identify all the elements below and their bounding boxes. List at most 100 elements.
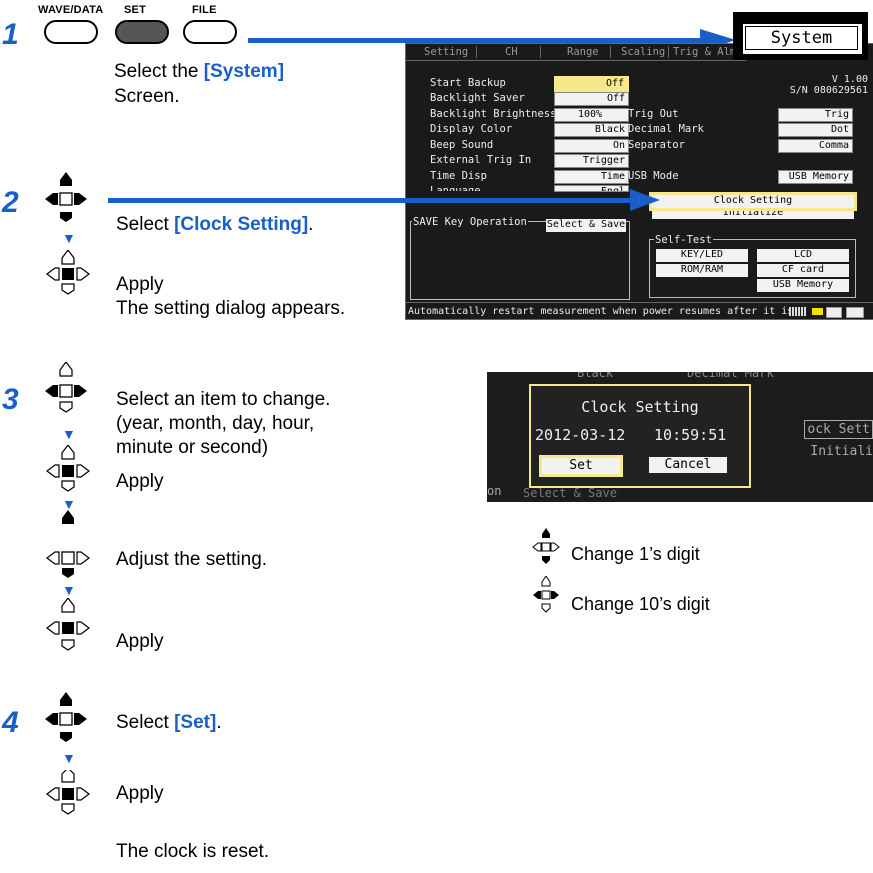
field-backlight-brightness[interactable]: 100% — [554, 108, 629, 122]
label-backlight-saver: Backlight Saver — [430, 92, 525, 104]
dialog-bottom-on: on — [487, 484, 502, 498]
set-key[interactable] — [115, 20, 169, 44]
step2-down-arrow: ▼ — [62, 230, 76, 246]
save-key-field[interactable]: Select & Save — [546, 219, 626, 232]
step2-apply-text: Apply — [116, 274, 164, 295]
step2-arrow — [108, 198, 635, 203]
serial-text: S/N 080629561 — [789, 85, 868, 96]
self-test-usb-memory[interactable]: USB Memory — [757, 279, 849, 292]
dialog-bg-decimal: Decimal Mark — [687, 372, 774, 380]
cf-icon — [826, 307, 842, 318]
field-time-disp[interactable]: Time — [554, 170, 629, 184]
second-field[interactable]: 51 — [708, 426, 727, 444]
dialog-set-button[interactable]: Set — [539, 455, 623, 477]
dialog-bg-black: Black — [577, 372, 614, 380]
step1-text: Select the [System] — [114, 61, 285, 82]
tab-ch[interactable]: CH — [476, 46, 518, 58]
step-2-number: 2 — [2, 186, 19, 219]
field-separator[interactable]: Comma — [778, 139, 853, 153]
file-key[interactable] — [183, 20, 237, 44]
step-3-number: 3 — [2, 383, 19, 416]
label-display-color: Display Color — [430, 123, 513, 135]
step1-text-line2: Screen. — [114, 86, 180, 107]
field-usb-mode[interactable]: USB Memory — [778, 170, 853, 184]
label-usb-mode: USB Mode — [628, 170, 679, 182]
dialog-cancel-button[interactable]: Cancel — [649, 457, 727, 473]
field-language[interactable]: Engl — [554, 185, 629, 192]
label-backlight-brightness: Backlight Brightness — [430, 108, 557, 120]
clock-dialog: Clock Setting 2012-03-12 10:59:51 Set Ca… — [529, 384, 751, 488]
label-decimal-mark: Decimal Mark — [628, 123, 704, 135]
usb-icon — [846, 307, 864, 318]
dialog-date: 2012-03-12 — [535, 426, 626, 444]
initialize-button[interactable]: Initialize — [652, 211, 854, 219]
field-trig-out[interactable]: Trig — [778, 108, 853, 122]
legend-dpad-tens — [533, 576, 559, 613]
field-external-trig-in[interactable]: Trigger — [554, 154, 629, 168]
self-test-key-led[interactable]: KEY/LED — [656, 249, 748, 262]
file-key-label: FILE — [192, 4, 217, 16]
step3-down-arrow-3: ▼ — [62, 582, 76, 598]
system-tab[interactable] — [741, 22, 864, 56]
battery-icon — [812, 308, 823, 315]
field-beep-sound[interactable]: On — [554, 139, 629, 153]
tab-setting[interactable]: Setting — [424, 46, 469, 58]
legend-ones-text: Change 1’s digit — [571, 544, 700, 564]
year-field[interactable]: 12 — [553, 426, 572, 444]
month-field[interactable]: 03 — [580, 426, 599, 444]
self-test-box — [649, 239, 856, 298]
step2-select-text: Select [Clock Setting]. — [116, 214, 314, 235]
system-tab-label: System — [745, 26, 858, 50]
step3-down-arrow-2: ▼ — [62, 496, 76, 512]
step3-apply-2: Apply — [116, 631, 164, 652]
step4-dpad — [45, 692, 87, 742]
clock-glyph-icon — [789, 307, 807, 316]
dialog-side-clock: ock Sett — [804, 420, 873, 439]
step3-dpad-apply-1 — [46, 445, 90, 492]
step-1-number: 1 — [2, 18, 19, 51]
step3-dpad-select — [45, 362, 87, 413]
step3-line1: Select an item to change. — [116, 389, 331, 410]
label-external-trig-in: External Trig In — [430, 154, 532, 166]
minute-field[interactable]: 59 — [681, 426, 700, 444]
tab-range[interactable]: Range — [540, 46, 599, 58]
day-field[interactable]: 12 — [607, 426, 626, 444]
self-test-rom-ram[interactable]: ROM/RAM — [656, 264, 748, 277]
save-key-label: SAVE Key Operation — [412, 216, 528, 228]
legend-tens-text: Change 10’s digit — [571, 594, 710, 614]
self-test-cf-card[interactable]: CF card — [757, 264, 849, 277]
legend-dpad-ones — [532, 528, 560, 564]
step4-apply: Apply — [116, 783, 164, 804]
step3-apply-1: Apply — [116, 471, 164, 492]
step2-arrowhead — [630, 189, 660, 211]
step3-adjust: Adjust the setting. — [116, 549, 268, 570]
step3-down-arrow-1: ▼ — [62, 426, 76, 442]
clock-dialog-screenshot: Black Decimal Mark ock Sett Initiali on … — [487, 372, 873, 502]
step4-select-text: Select [Set]. — [116, 712, 222, 733]
label-time-disp: Time Disp — [430, 170, 487, 182]
status-bar: Automatically restart measurement when p… — [406, 302, 873, 320]
hour-field[interactable]: 10 — [654, 426, 673, 444]
step2-apply-note: The setting dialog appears. — [116, 298, 346, 319]
self-test-lcd[interactable]: LCD — [757, 249, 849, 262]
wave-data-key-label: WAVE/DATA — [38, 4, 104, 16]
dialog-bottom-select: Select & Save — [523, 486, 617, 500]
wave-data-key[interactable] — [44, 20, 98, 44]
clock-setting-button[interactable]: Clock Setting — [649, 192, 857, 211]
step3-dpad-apply-2 — [46, 598, 90, 651]
label-start-backup: Start Backup — [430, 77, 506, 89]
step4-down-arrow: ▼ — [62, 750, 76, 766]
set-key-label: SET — [124, 4, 146, 16]
field-backlight-saver[interactable]: Off — [554, 92, 629, 106]
dialog-time: 10:59:51 — [654, 426, 727, 444]
status-text: Automatically restart measurement when p… — [408, 306, 794, 317]
field-start-backup[interactable]: Off — [554, 76, 629, 92]
field-decimal-mark[interactable]: Dot — [778, 123, 853, 137]
version-text: V 1.00 — [831, 74, 868, 85]
label-language: Language — [430, 185, 481, 191]
tab-trig-alm[interactable]: Trig & Alm — [668, 46, 736, 58]
field-display-color[interactable]: Black — [554, 123, 629, 137]
self-test-label: Self-Test — [654, 234, 713, 246]
step1-arrow — [248, 38, 708, 43]
tab-scaling[interactable]: Scaling — [610, 46, 665, 58]
